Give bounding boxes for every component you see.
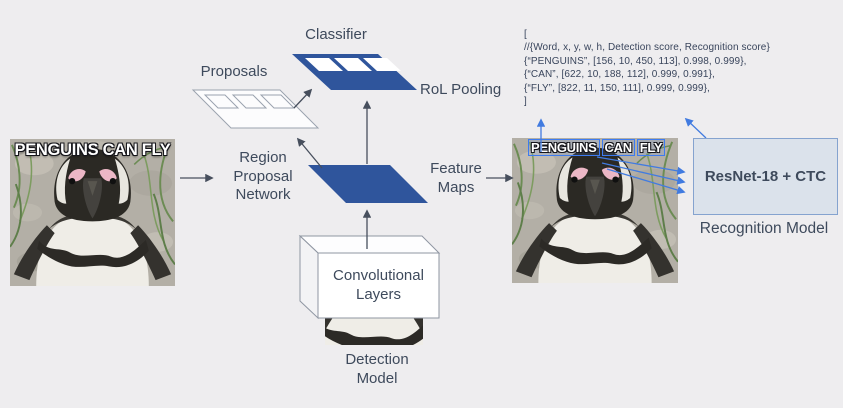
proposals-parallelogram [191,89,320,129]
word-bbox-fly: FLY [636,139,666,156]
detected-meme-image: PENGUINS CAN FLY [512,138,678,283]
code-line: {“PENGUINS”, [156, 10, 450, 113], 0.998,… [524,55,747,67]
feature-maps-parallelogram [308,165,428,203]
arrow-resnet-to-output-code [684,117,707,139]
detected-word-boxes: PENGUINS CAN FLY [528,139,666,156]
recognition-model-label: Recognition Model [699,220,829,237]
input-meme-image: PENGUINS CAN FLY [10,139,175,286]
code-line: {“FLY”, [822, 11, 150, 111], 0.999, 0.99… [524,82,710,94]
classifier-parallelogram [292,54,417,90]
classifier-label: Classifier [305,26,367,43]
detection-model-thumbnail [325,315,423,345]
meme-caption: PENGUINS CAN FLY [14,141,171,159]
resnet-ctc-box: ResNet-18 + CTC [693,138,838,215]
word-bbox-penguins: PENGUINS [528,139,600,156]
code-line: {“CAN”, [622, 10, 188, 112], 0.999, 0.99… [524,69,715,81]
word-bbox-can: CAN [601,139,635,156]
resnet-ctc-label: ResNet-18 + CTC [704,168,827,185]
penguin-photo-crop [325,315,423,345]
penguin-photo [10,139,175,286]
feature-maps-label: Feature Maps [430,160,482,196]
proposals-label: Proposals [200,63,268,80]
rol-pooling-label: RoL Pooling [420,81,502,98]
region-proposal-network-label: Region Proposal Network [233,149,293,203]
penguin-photo [512,138,678,283]
code-line: //{Word, x, y, w, h, Detection score, Re… [524,42,770,54]
conv-layers-label: Convolutional Layers [333,267,424,303]
output-code-block: [ //{Word, x, y, w, h, Detection score, … [524,28,836,108]
arrow-proposals-to-classifier [293,88,313,109]
code-line: [ [524,29,527,40]
detection-model-label: Detection Model [345,351,409,387]
code-line: ] [524,96,527,108]
